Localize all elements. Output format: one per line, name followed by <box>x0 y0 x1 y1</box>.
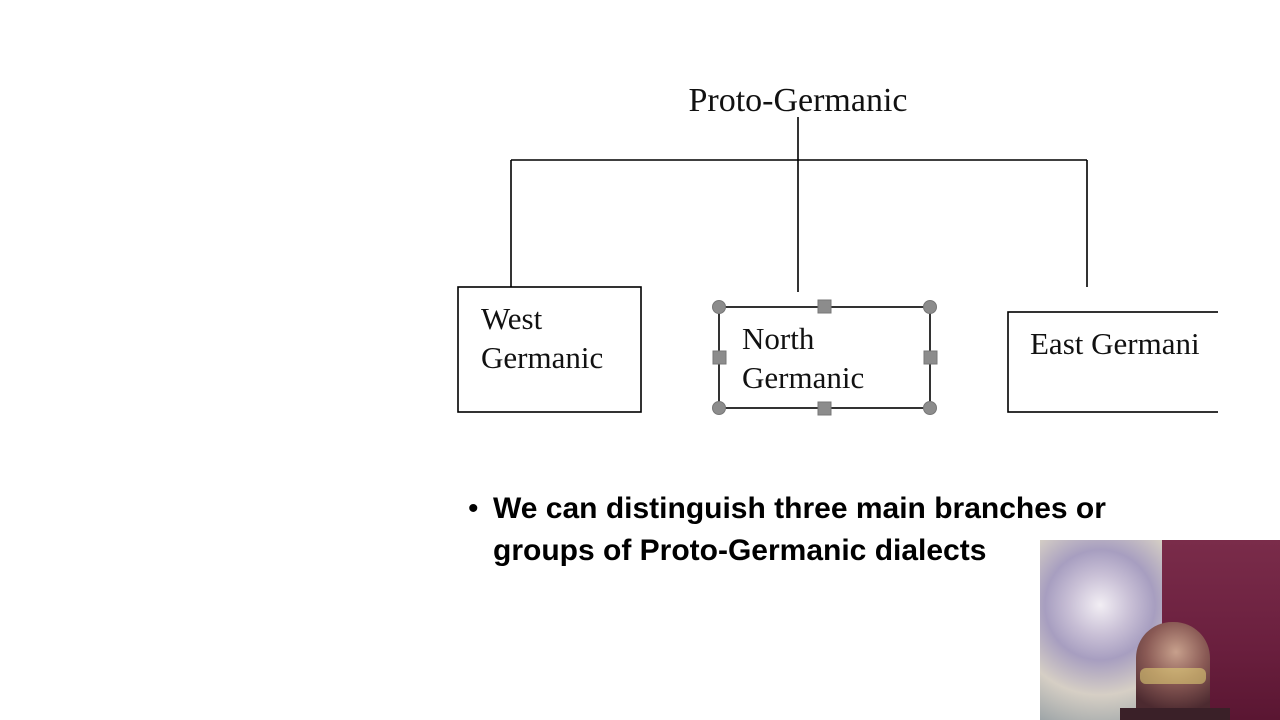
bullet-point: • We can distinguish three main branches… <box>468 488 1168 572</box>
presenter-glasses <box>1140 668 1206 684</box>
webcam-overlay <box>1040 540 1280 720</box>
east-germanic-label: East Germani <box>1030 326 1200 361</box>
resize-handle-icon[interactable] <box>923 401 937 415</box>
west-germanic-node[interactable]: West Germanic <box>457 286 642 413</box>
presenter-shirt <box>1120 708 1230 720</box>
resize-handle-icon[interactable] <box>712 300 726 314</box>
resize-handle-icon[interactable] <box>712 350 727 365</box>
root-node-label: Proto-Germanic <box>688 82 907 119</box>
bullet-text-line-1: We can distinguish three main branches o… <box>493 492 1106 525</box>
resize-handle-icon[interactable] <box>817 299 832 314</box>
resize-handle-icon[interactable] <box>712 401 726 415</box>
resize-handle-icon[interactable] <box>817 401 832 416</box>
north-germanic-box <box>718 306 931 409</box>
selection-handles[interactable] <box>712 299 938 416</box>
east-germanic-node[interactable]: East Germani <box>1007 311 1268 413</box>
resize-handle-icon[interactable] <box>923 300 937 314</box>
west-germanic-label-line-2: Germanic <box>481 340 603 375</box>
west-germanic-label-line-1: West <box>481 301 543 336</box>
north-germanic-label-line-2: Germanic <box>742 360 864 395</box>
bullet-dot: • <box>468 492 479 525</box>
resize-handle-icon[interactable] <box>923 350 938 365</box>
west-germanic-box <box>457 286 642 413</box>
east-germanic-box <box>1007 311 1218 413</box>
north-germanic-node[interactable]: North Germanic <box>712 299 938 416</box>
north-germanic-label-line-1: North <box>742 321 815 356</box>
bullet-text-line-2: groups of Proto-Germanic dialects <box>493 534 987 567</box>
